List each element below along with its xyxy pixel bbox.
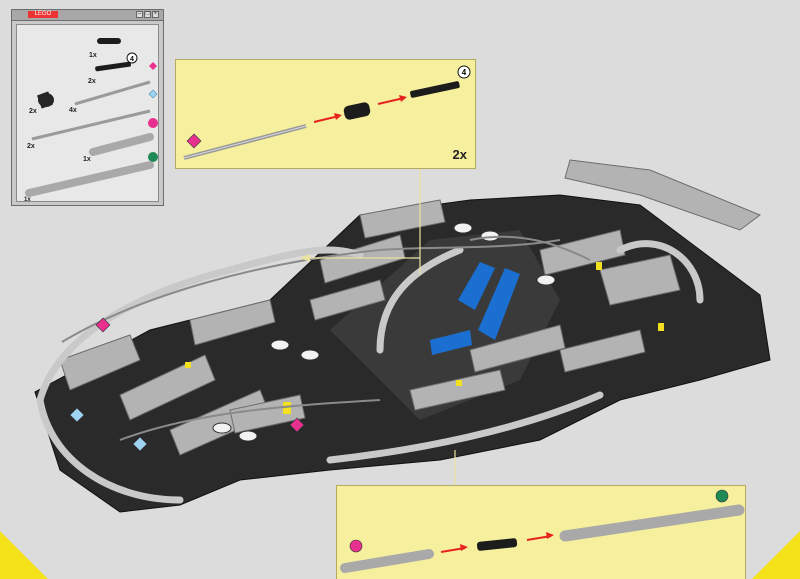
grey-axle-lines [61,235,591,441]
page-corner-left [0,531,48,579]
arrow-head-icon [334,113,342,120]
panel-holes [212,222,556,442]
qty-label: 2x [88,78,96,85]
grey-side-panels [59,159,762,456]
arrow-icon [377,97,405,105]
magenta-diamond-icon [149,62,157,70]
part-grey-tube-short [340,549,434,573]
part-grey-axle-long [74,80,151,106]
part-black-bush [343,102,371,120]
callout-step-bottom [336,485,746,579]
length-badge-number: 4 [462,68,467,77]
magenta-circle-icon [349,539,363,553]
magenta-diamond-icon [186,133,202,149]
close-button[interactable]: × [152,11,159,18]
light-blue-diamond-marker [132,436,148,452]
parts-list-window: LEGO – □ × 4 [11,9,164,206]
page-corner-right [752,531,800,579]
minimize-button[interactable]: – [136,11,143,18]
leader-arrow-icon [300,254,310,262]
length-badge-icon [126,52,138,64]
arrow-head-icon [546,532,554,539]
callout-bottom-drawing [340,489,745,573]
maximize-button[interactable]: □ [144,11,151,18]
blue-frame-part [430,330,472,355]
length-badge-icon [457,65,471,79]
arrow-head-icon [460,544,468,551]
callout-top-drawing: 4 [183,65,471,160]
qty-label: 1x [89,52,97,59]
part-grey-axle-long-2 [31,109,151,141]
yellow-connectors [185,262,664,414]
arrow-icon [313,115,340,123]
blue-frame-part [478,268,520,340]
part-grey-tube-long [25,161,154,197]
window-title: LEGO [28,11,58,18]
magenta-circle-icon [148,118,158,128]
part-black-axle-4 [410,81,460,98]
qty-label: 1x [24,197,31,203]
part-grey-tube-short [89,133,154,156]
grey-tube-frame [36,240,704,504]
qty-label: 2x [27,143,35,150]
callout-quantity: 2x [452,147,467,162]
part-black-axle-pin [476,538,518,551]
light-blue-diamond-icon [148,89,158,99]
green-circle-icon [715,489,729,503]
part-grey-axle-highlight [183,125,307,159]
part-black-bush-body [36,91,54,109]
part-black-axle-pin [97,38,121,44]
magenta-diamond-marker [95,317,111,333]
qty-label: 4x [69,107,77,114]
qty-label: 2x [29,108,37,115]
qty-label: 1x [83,156,91,163]
parts-list-drawing: 4 [25,38,158,197]
blue-frame-part [458,262,495,310]
part-black-axle-4 [95,61,131,72]
arrow-head-icon [399,95,407,102]
callout-step-top: 4 2x [175,59,476,169]
length-badge-number: 4 [130,56,134,63]
magenta-diamond-marker [289,417,305,433]
green-circle-icon [148,152,158,162]
parts-list-panel: 4 1x 2x 2x 4x 2x 1x [16,24,159,203]
part-grey-tube-long [559,504,745,542]
light-blue-diamond-marker [69,407,85,423]
parts-window-titlebar: LEGO – □ × [12,10,163,21]
